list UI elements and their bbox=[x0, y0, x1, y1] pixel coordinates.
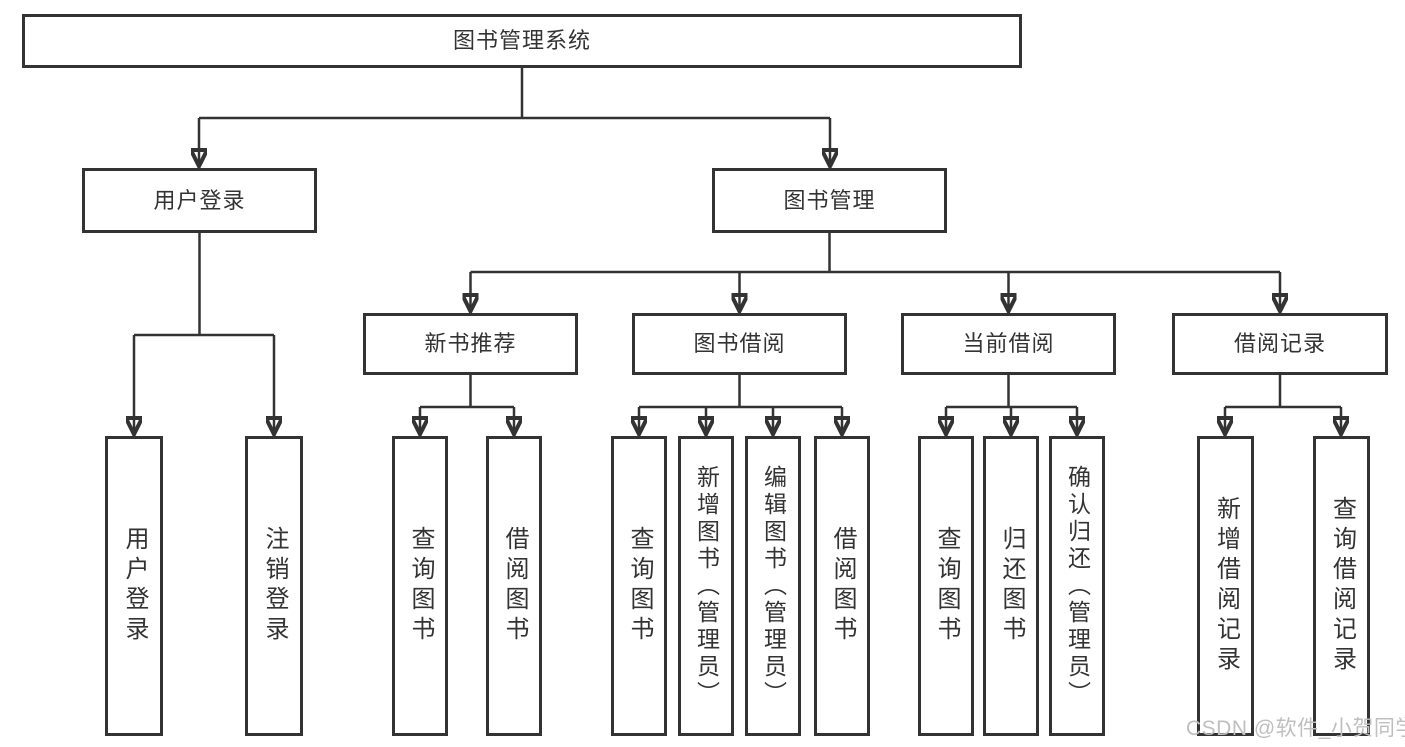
leaf-query-books-current: 查询图书 bbox=[918, 436, 974, 736]
leaf-query-borrow-record: 查询借阅记录 bbox=[1313, 436, 1370, 736]
leaf-query-books-borrow: 查询图书 bbox=[611, 436, 667, 736]
node-borrow-records: 借阅记录 bbox=[1172, 313, 1388, 375]
leaf-borrow-books-borrow: 借阅图书 bbox=[814, 436, 870, 736]
node-user-login: 用户登录 bbox=[82, 168, 317, 233]
leaf-query-books-recommend: 查询图书 bbox=[392, 436, 448, 736]
leaf-logout: 注销登录 bbox=[245, 436, 303, 736]
leaf-borrow-books-recommend: 借阅图书 bbox=[486, 436, 542, 736]
node-current-borrow: 当前借阅 bbox=[901, 313, 1116, 375]
leaf-return-books: 归还图书 bbox=[983, 436, 1039, 736]
node-root: 图书管理系统 bbox=[22, 14, 1022, 68]
leaf-edit-book-admin: 编辑图书（管理员） bbox=[745, 436, 801, 736]
node-book-management: 图书管理 bbox=[712, 168, 947, 233]
watermark: CSDN @软件_小贺同学 bbox=[1186, 717, 1405, 740]
node-new-book-recommend: 新书推荐 bbox=[363, 313, 578, 375]
leaf-confirm-return-admin: 确认归还（管理员） bbox=[1049, 436, 1105, 736]
leaf-user-login: 用户登录 bbox=[105, 436, 163, 736]
leaf-add-borrow-record: 新增借阅记录 bbox=[1197, 436, 1254, 736]
node-book-borrow: 图书借阅 bbox=[632, 313, 847, 375]
leaf-add-book-admin: 新增图书（管理员） bbox=[678, 436, 734, 736]
